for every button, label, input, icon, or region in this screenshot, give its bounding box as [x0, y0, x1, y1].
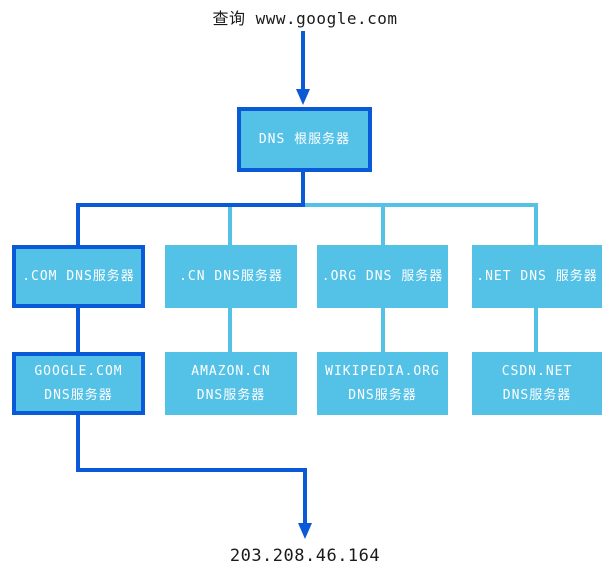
root-drop-line	[301, 172, 305, 207]
drop-to-cn-line	[228, 207, 232, 245]
drop-to-net-line	[534, 207, 538, 245]
auth-node-wikipedia-line2: DNS服务器	[348, 387, 417, 403]
auth-node-amazon: AMAZON.CN DNS服务器	[165, 352, 297, 415]
cn-to-amazon-line	[228, 308, 232, 352]
tld-node-com: .COM DNS服务器	[12, 245, 145, 308]
org-to-wikipedia-line	[381, 308, 385, 352]
tld-node-net-label: .NET DNS 服务器	[476, 268, 598, 284]
tld-node-org: .ORG DNS 服务器	[317, 245, 448, 308]
auth-node-google-line2: DNS服务器	[44, 387, 113, 403]
auth-node-google: GOOGLE.COM DNS服务器	[12, 352, 145, 415]
tld-node-cn-label: .CN DNS服务器	[179, 268, 283, 284]
com-to-google-line	[76, 308, 80, 352]
auth-node-amazon-line1: AMAZON.CN	[191, 363, 271, 379]
query-label: 查询 www.google.com	[212, 9, 398, 28]
branch-bus-left-line	[76, 203, 305, 207]
google-exit-horizontal-line	[76, 468, 307, 472]
query-to-root-arrowhead-icon	[296, 89, 310, 105]
root-server-label: DNS 根服务器	[258, 131, 351, 147]
resolved-ip-label: 203.208.46.164	[229, 546, 381, 566]
auth-node-amazon-line2: DNS服务器	[196, 387, 266, 403]
result-arrowhead-icon	[298, 523, 312, 539]
drop-to-org-line	[381, 207, 385, 245]
auth-node-csdn-line2: DNS服务器	[502, 387, 572, 403]
google-exit-vertical-line	[76, 415, 80, 472]
root-server-node: DNS 根服务器	[237, 107, 372, 172]
result-drop-line	[303, 468, 307, 523]
query-to-root-line	[301, 31, 305, 89]
auth-node-wikipedia-line1: WIKIPEDIA.ORG	[325, 363, 440, 379]
tld-node-net: .NET DNS 服务器	[472, 245, 602, 308]
auth-node-google-line1: GOOGLE.COM	[34, 363, 123, 379]
tld-node-org-label: .ORG DNS 服务器	[321, 268, 444, 284]
tld-node-cn: .CN DNS服务器	[165, 245, 297, 308]
auth-node-csdn-line1: CSDN.NET	[501, 363, 573, 379]
net-to-csdn-line	[534, 308, 538, 352]
tld-node-com-label: .COM DNS服务器	[22, 268, 135, 284]
auth-node-wikipedia: WIKIPEDIA.ORG DNS服务器	[317, 352, 448, 415]
branch-bus-right-line	[305, 203, 538, 207]
drop-to-com-line	[76, 203, 80, 245]
auth-node-csdn: CSDN.NET DNS服务器	[472, 352, 602, 415]
